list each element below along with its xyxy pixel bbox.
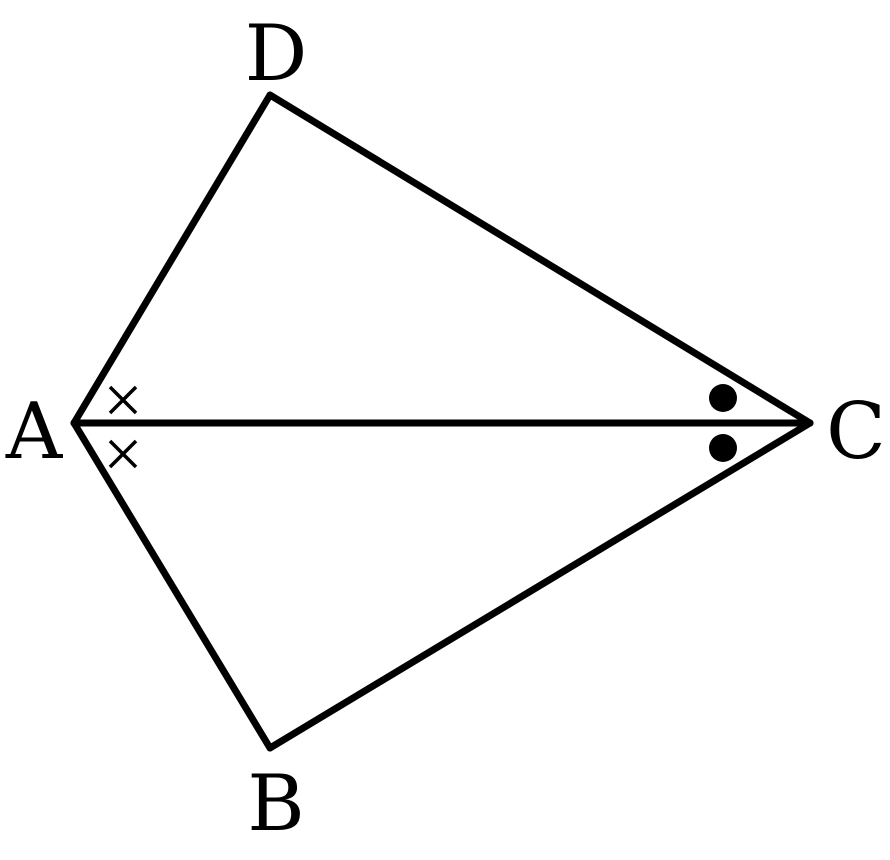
edge-ad (70, 91, 274, 427)
vertex-label-a: A (5, 387, 64, 477)
edge-cb (266, 419, 814, 752)
angle-mark-c-lower (709, 434, 737, 462)
vertex-label-d: D (245, 9, 308, 99)
vertex-label-b: B (247, 759, 304, 849)
vertex-label-c: C (826, 387, 886, 477)
angle-mark-a-upper (108, 385, 138, 415)
edge-dc (266, 91, 814, 427)
angle-mark-a-lower (108, 439, 138, 469)
edge-ba (70, 419, 274, 752)
angle-mark-c-upper (709, 384, 737, 412)
